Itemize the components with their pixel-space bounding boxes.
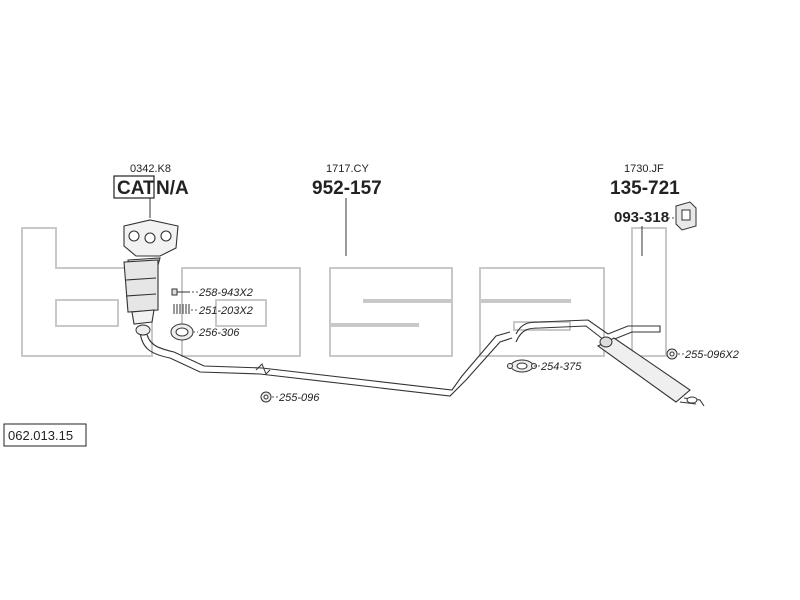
spring-icon [173,304,190,314]
front-pipe-part: 952-157 [312,178,382,199]
diagram-code: 062.013.15 [8,428,73,443]
rubber-mount-icon [675,201,697,231]
rear-mount-part: 093-318 [614,209,669,226]
front-pipe-ref: 1717.CY [326,163,369,175]
bosal-watermark [21,227,667,357]
front-hanger-part: 255-096 [278,392,320,404]
cat-value: N/A [156,178,189,199]
cat-label: CAT [117,178,155,199]
rear-silencer-part: 135-721 [610,178,680,199]
rear-silencer [515,319,705,407]
rear-hangers-part: 255-096X2 [684,349,739,361]
catalyst-ref: 0342.K8 [130,163,171,175]
catalytic-converter [123,219,179,325]
bolt-icon [171,288,190,296]
gasket-part: 256-306 [198,327,240,339]
diagram-code-box [3,423,87,447]
front-pipe [135,324,513,397]
gasket-icon [170,323,194,341]
spring-part: 251-203X2 [198,305,253,317]
cat-box [113,175,155,199]
rear-hanger-icon [666,348,678,360]
front-hanger-icon [260,391,272,403]
bolt-part: 258-943X2 [198,287,253,299]
rear-silencer-ref: 1730.JF [624,163,664,175]
clamp-part: 254-375 [540,361,582,373]
clamp-icon [507,359,537,373]
